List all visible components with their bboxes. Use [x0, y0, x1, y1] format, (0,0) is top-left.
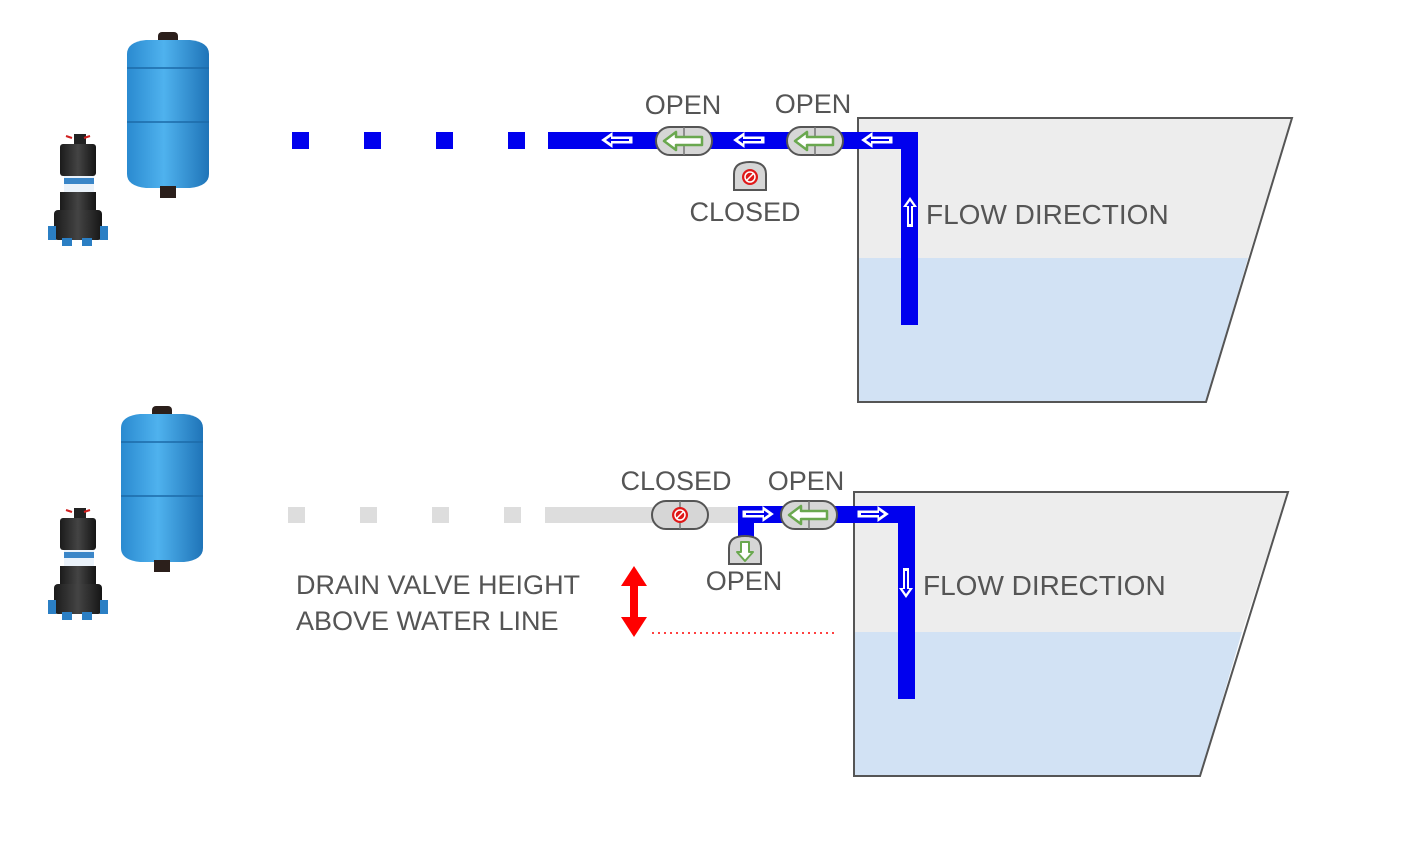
valve-open-icon[interactable]	[654, 125, 714, 157]
water-pump-icon	[47, 133, 109, 247]
top-right-valve-label: OPEN	[775, 89, 852, 119]
pressure-tank-icon	[126, 31, 210, 199]
bottom-inactive-pipe	[545, 507, 742, 523]
bottom-left-valve-label: CLOSED	[620, 466, 731, 496]
valve-open-icon[interactable]	[728, 535, 762, 565]
top-pipe-dashes	[292, 132, 525, 149]
bottom-drain-valve-label: OPEN	[706, 566, 783, 596]
valve-closed-icon[interactable]	[651, 500, 709, 530]
top-left-valve-label: OPEN	[645, 90, 722, 120]
top-drain-valve-label: CLOSED	[689, 197, 800, 227]
valve-closed-icon[interactable]	[733, 161, 767, 191]
drain-height-label-line2: ABOVE WATER LINE	[296, 606, 559, 636]
water-pump-icon	[47, 507, 109, 621]
bottom-flow-direction-label: FLOW DIRECTION	[923, 570, 1166, 601]
top-flow-direction-label: FLOW DIRECTION	[926, 199, 1169, 230]
top-diagram: OPEN OPEN CLOSED FLOW DIRECTION	[47, 31, 1294, 403]
drain-height-indicator	[621, 566, 834, 637]
bottom-pipe-dashes	[288, 507, 521, 523]
valve-open-icon[interactable]	[779, 499, 839, 531]
valve-open-icon[interactable]	[785, 125, 845, 157]
bottom-diagram: CLOSED OPEN OPEN FLOW DIRECTION DRAIN VA…	[47, 405, 1290, 777]
pressure-tank-icon	[120, 405, 204, 573]
drain-height-label-line1: DRAIN VALVE HEIGHT	[296, 570, 580, 600]
bottom-right-valve-label: OPEN	[768, 466, 845, 496]
top-water-tank	[857, 117, 1294, 403]
bottom-water-tank	[853, 491, 1290, 777]
